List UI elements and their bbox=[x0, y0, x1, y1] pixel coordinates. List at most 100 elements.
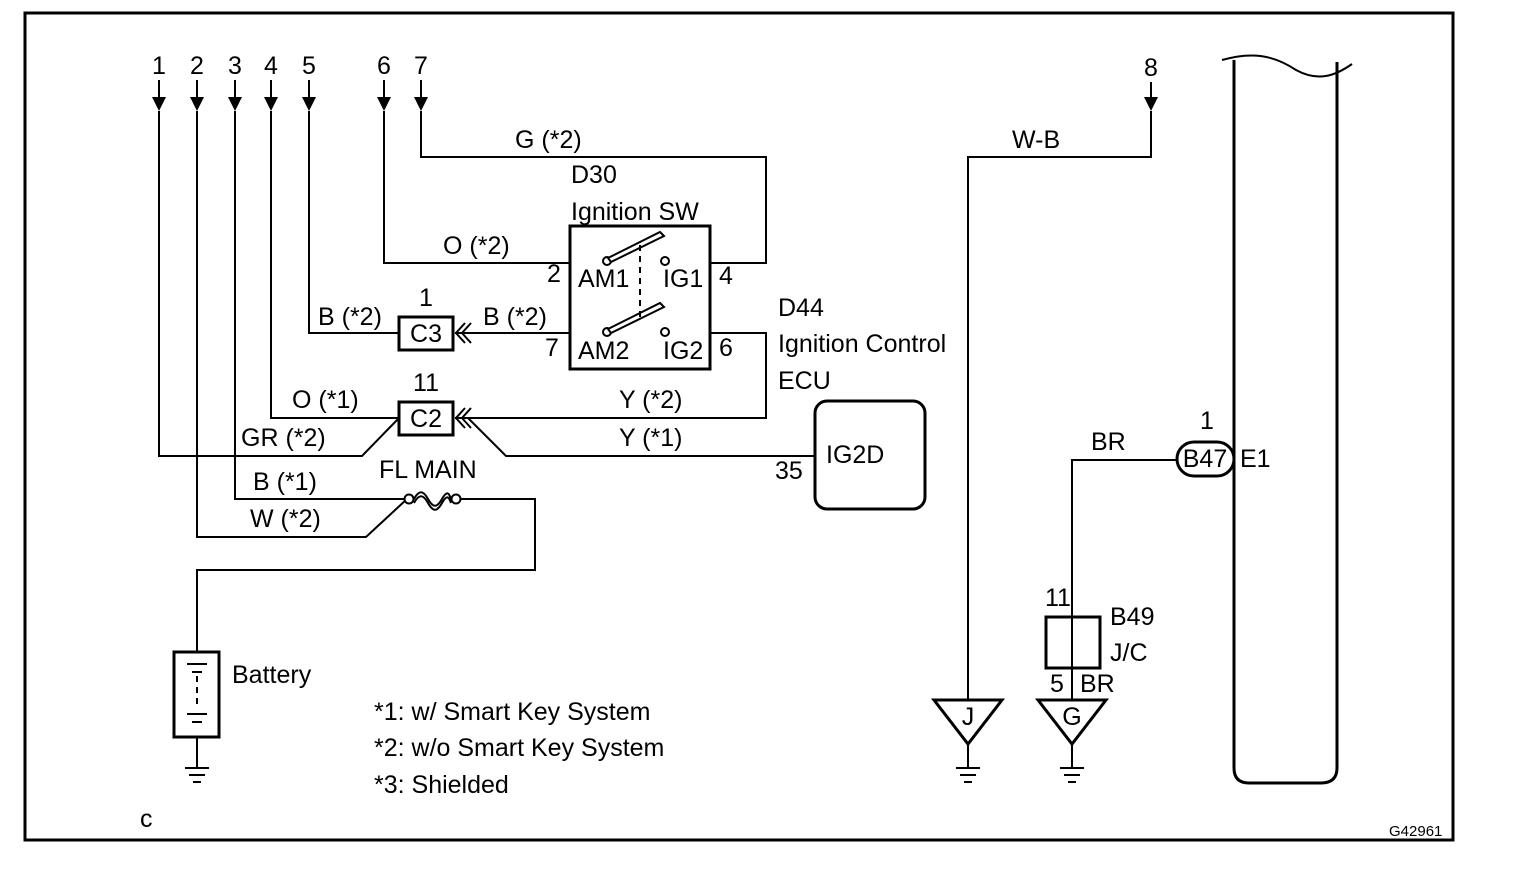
terminal-2-label: 2 bbox=[190, 52, 204, 80]
terminal-3: 3 bbox=[228, 52, 242, 111]
ground-triangle-icon bbox=[930, 698, 1006, 747]
terminal-2: 2 bbox=[190, 52, 204, 111]
ecu-name-line2: ECU bbox=[778, 367, 831, 395]
connector-c3-pin: 1 bbox=[419, 284, 433, 312]
wire-label-o1: O (*1) bbox=[292, 386, 359, 414]
wire-b2-left bbox=[308, 111, 399, 334]
note-2: *2: w/o Smart Key System bbox=[374, 734, 664, 762]
ecu-pin: 35 bbox=[775, 457, 803, 485]
ignition-switch-name: Ignition SW bbox=[571, 198, 699, 226]
terminal-6: 6 bbox=[377, 52, 391, 111]
connector-c2-label: C2 bbox=[410, 405, 442, 433]
junction-connector-b49: 11 B49 J/C 5 bbox=[1044, 584, 1154, 698]
ground-point-e1: E1 bbox=[1240, 445, 1271, 473]
figure-code: G42961 bbox=[1389, 823, 1442, 840]
wire-o2 bbox=[383, 111, 570, 264]
connector-b47: 1 B47 E1 bbox=[1175, 407, 1271, 478]
wire-label-b1: B (*1) bbox=[253, 468, 317, 496]
wire-y1 bbox=[467, 417, 815, 457]
body-panel bbox=[1232, 60, 1339, 785]
wire-b1 bbox=[234, 111, 407, 500]
connector-chevron-icon bbox=[460, 407, 472, 429]
wire-label-o2: O (*2) bbox=[443, 232, 510, 260]
terminal-7-label: 7 bbox=[414, 52, 428, 80]
wire-label-g2: G (*2) bbox=[515, 126, 582, 154]
pin-name-am1: AM1 bbox=[578, 265, 629, 293]
wire-label-b2-right: B (*2) bbox=[483, 303, 547, 331]
arrow-down-icon bbox=[1144, 97, 1158, 111]
terminal-4: 4 bbox=[264, 52, 278, 111]
connector-c2: 11 C2 bbox=[397, 369, 472, 437]
arrow-down-icon bbox=[414, 97, 428, 111]
note-1: *1: w/ Smart Key System bbox=[374, 698, 650, 726]
diagram-frame bbox=[23, 11, 1455, 842]
wire-label-br-bottom: BR bbox=[1080, 670, 1115, 698]
wire-label-y2: Y (*2) bbox=[619, 386, 682, 414]
notes: *1: w/ Smart Key System *2: w/o Smart Ke… bbox=[374, 698, 664, 799]
ground-triangle-icon bbox=[1034, 698, 1110, 747]
ground-icon bbox=[956, 767, 980, 783]
wire-label-b2-left: B (*2) bbox=[318, 303, 382, 331]
wire-wb bbox=[967, 111, 1152, 700]
pin-name-ig1: IG1 bbox=[663, 265, 703, 293]
fuse-label: FL MAIN bbox=[379, 456, 477, 484]
ground-point-g: G bbox=[1034, 698, 1110, 783]
arrow-down-icon bbox=[264, 97, 278, 111]
ground-g-label: G bbox=[1062, 703, 1081, 731]
connector-c3-label: C3 bbox=[410, 320, 442, 348]
connector-chevron-icon bbox=[454, 322, 466, 344]
ground-icon bbox=[1060, 767, 1084, 783]
wire-br-top bbox=[1071, 459, 1177, 617]
pin-number-ig1: 4 bbox=[719, 262, 733, 290]
ecu-terminal: IG2D bbox=[826, 441, 884, 469]
arrow-down-icon bbox=[302, 97, 316, 111]
arrow-down-icon bbox=[152, 97, 166, 111]
b49-pin-bottom: 5 bbox=[1050, 670, 1064, 698]
b49-type: J/C bbox=[1110, 639, 1148, 667]
battery: Battery bbox=[172, 650, 312, 783]
connector-chevron-icon bbox=[460, 322, 472, 344]
ecu-name-line1: Ignition Control bbox=[778, 330, 946, 358]
pin-name-ig2: IG2 bbox=[663, 337, 703, 365]
pin-name-am2: AM2 bbox=[578, 337, 629, 365]
ignition-control-ecu: D44 Ignition Control ECU IG2D 35 bbox=[775, 294, 946, 511]
ground-icon bbox=[185, 767, 209, 783]
b49-pin-top: 11 bbox=[1045, 584, 1071, 612]
terminal-6-label: 6 bbox=[377, 52, 391, 80]
terminal-7: 7 bbox=[414, 52, 428, 111]
ignition-switch-code: D30 bbox=[571, 161, 617, 189]
terminal-8-label: 8 bbox=[1144, 54, 1158, 82]
wires bbox=[158, 111, 1177, 768]
wire-label-br-top: BR bbox=[1091, 428, 1126, 456]
terminal-8: 8 bbox=[1144, 54, 1158, 111]
switch-blade-icon bbox=[606, 301, 666, 335]
pin-number-am2: 7 bbox=[545, 334, 559, 362]
wire-labels: G (*2) O (*2) B (*2) B (*2) O (*1) Y (*2… bbox=[241, 126, 1126, 698]
corner-mark: c bbox=[140, 805, 153, 833]
ground-point-j: J bbox=[930, 698, 1006, 783]
terminal-3-label: 3 bbox=[228, 52, 242, 80]
top-terminal-arrows: 1 2 3 4 5 6 7 bbox=[152, 52, 1158, 111]
ecu-body bbox=[813, 399, 927, 511]
wire-fuse-battery bbox=[196, 498, 536, 652]
connector-c3: 1 C3 bbox=[397, 284, 472, 352]
connector-c3-body bbox=[397, 315, 455, 352]
connector-c2-body bbox=[397, 400, 455, 437]
fusible-link: FL MAIN bbox=[379, 456, 477, 511]
ignition-switch: D30 Ignition SW AM1 IG1 AM2 IG2 2 4 7 6 bbox=[545, 161, 733, 371]
wire-label-w2: W (*2) bbox=[250, 505, 321, 533]
ground-j-label: J bbox=[962, 703, 975, 731]
battery-label: Battery bbox=[232, 661, 312, 689]
b49-label: B49 bbox=[1110, 603, 1154, 631]
wire-g2 bbox=[420, 111, 767, 264]
b47-pin: 1 bbox=[1200, 407, 1214, 435]
terminal-1: 1 bbox=[152, 52, 166, 111]
b47-label: B47 bbox=[1183, 445, 1227, 473]
wire-y2 bbox=[455, 332, 767, 419]
wire-label-y1: Y (*1) bbox=[619, 424, 682, 452]
connector-c2-pin: 11 bbox=[413, 369, 439, 397]
wire-label-wb: W-B bbox=[1012, 126, 1060, 154]
wire-o1 bbox=[270, 111, 399, 419]
terminal-1-label: 1 bbox=[152, 52, 166, 80]
